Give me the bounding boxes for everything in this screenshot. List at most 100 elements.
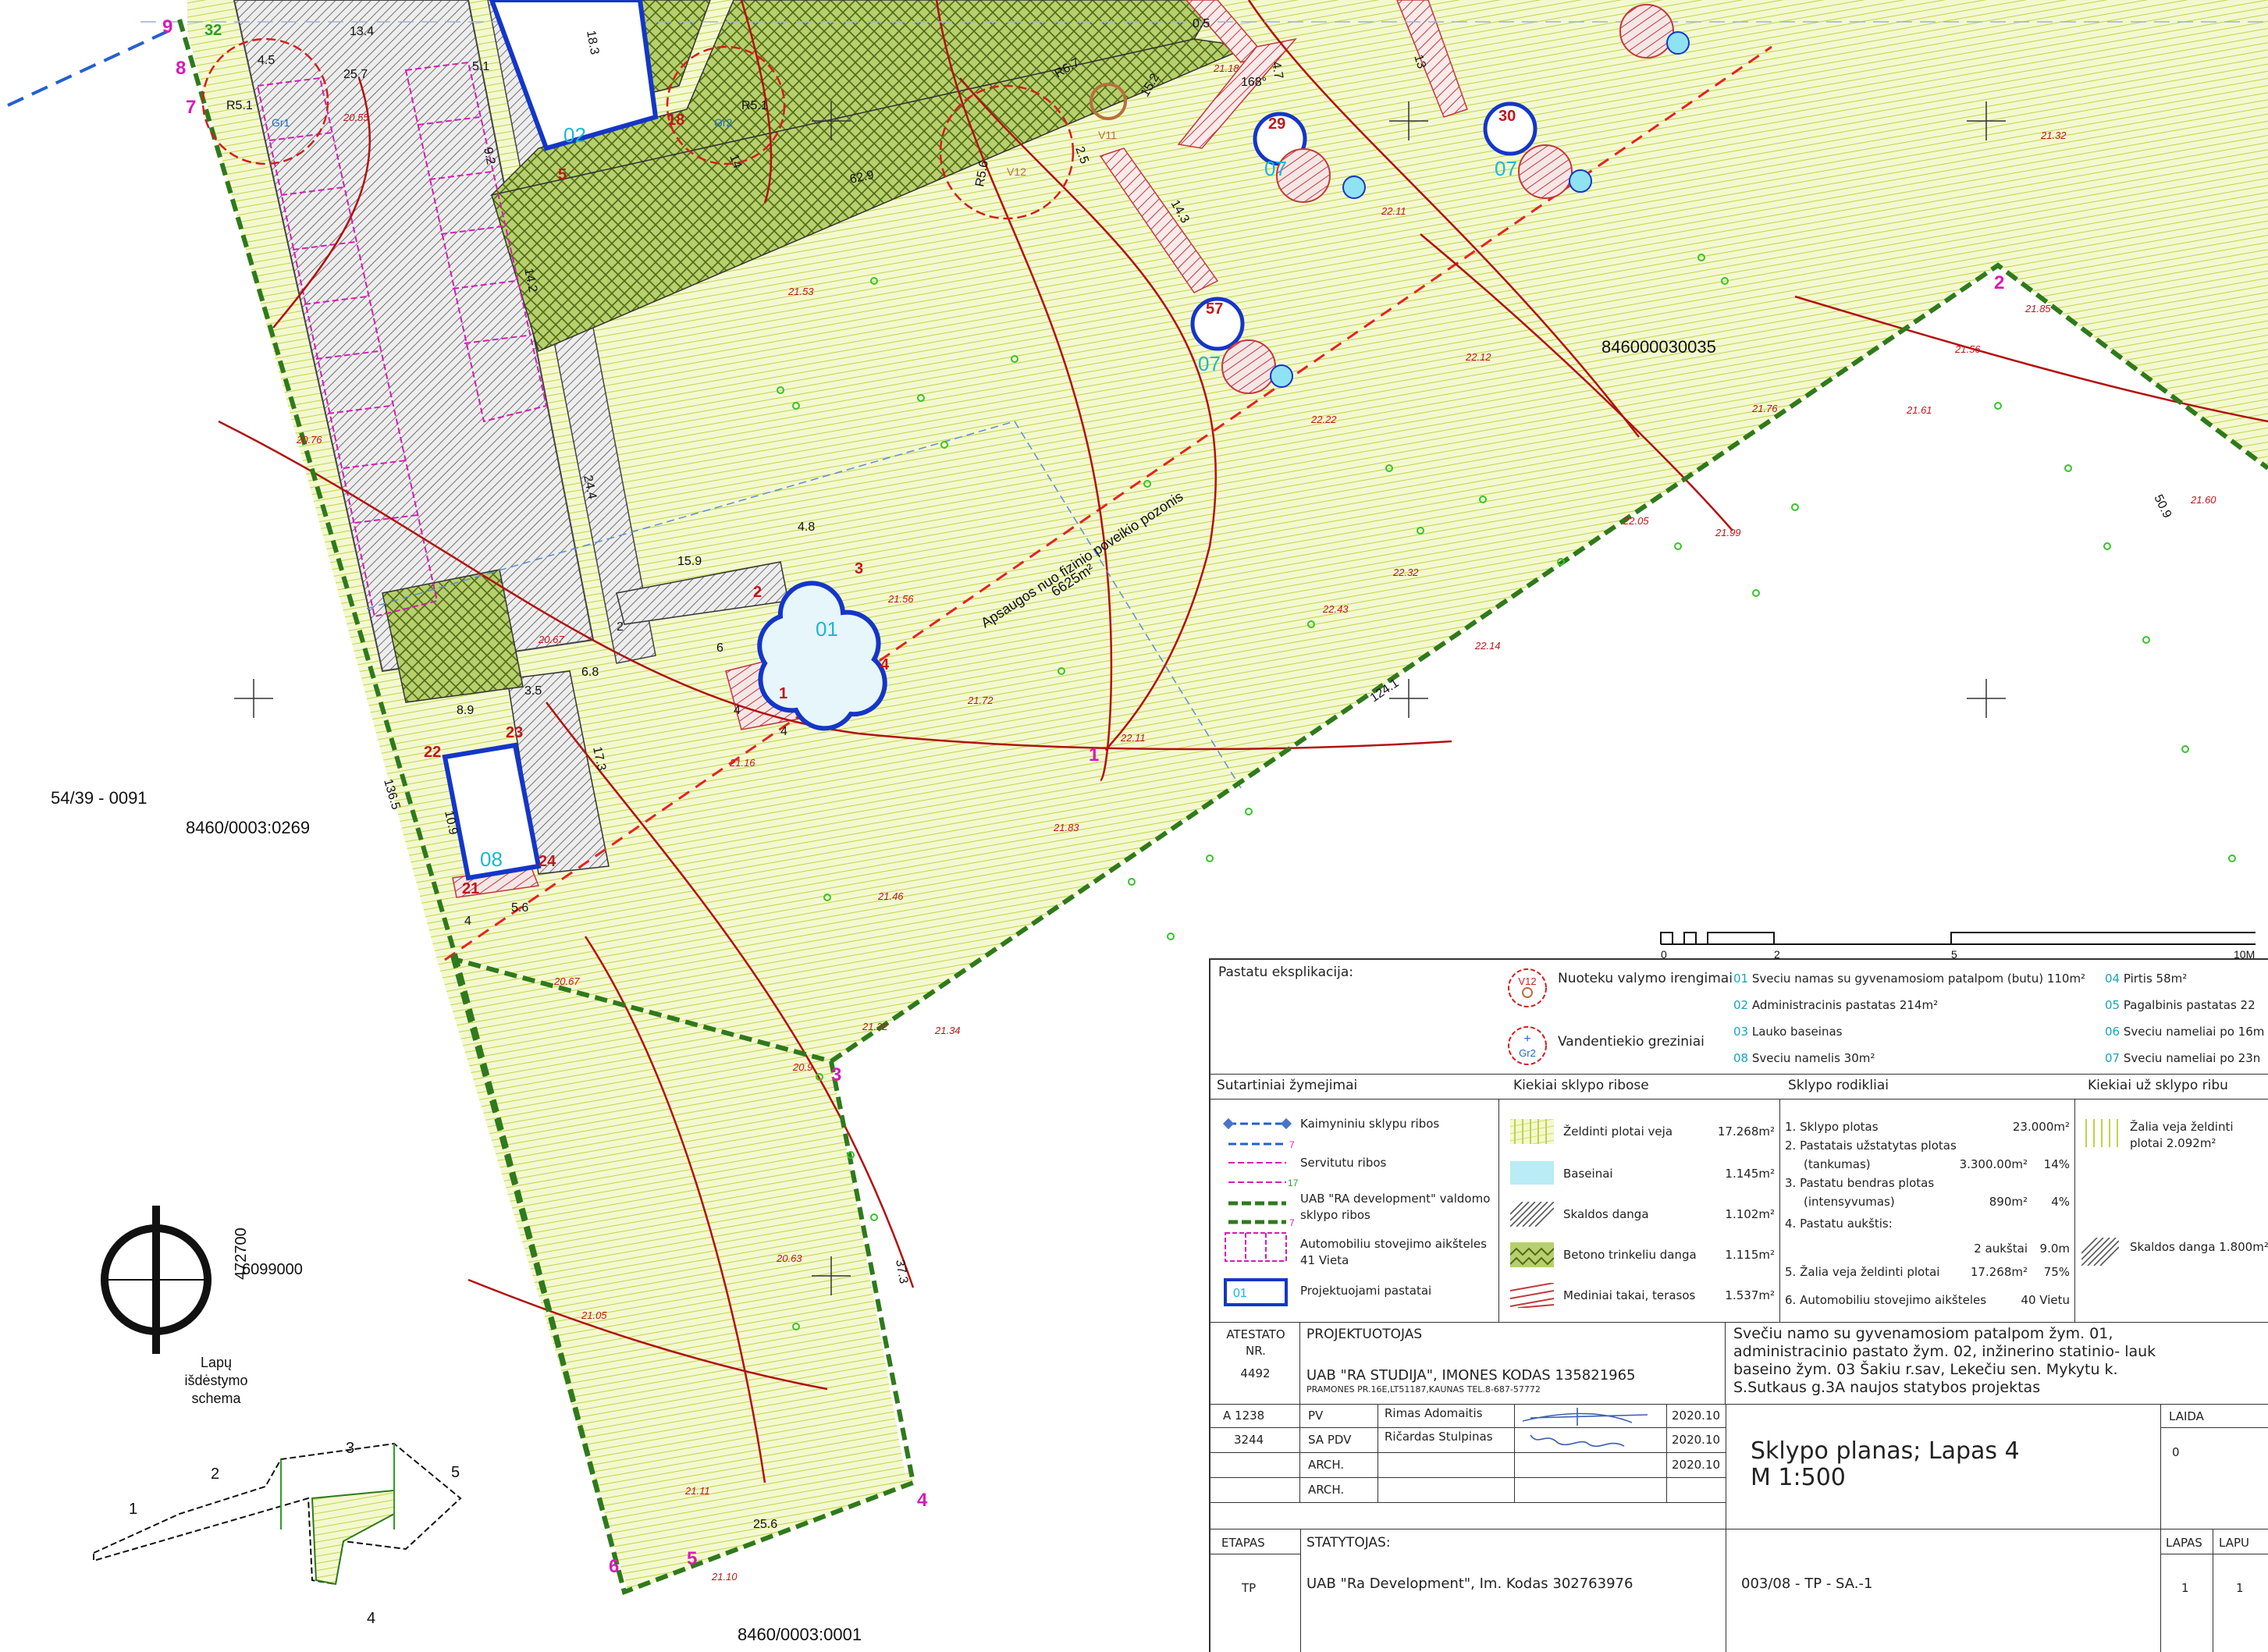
signature-2-icon [1530,1434,1625,1448]
legend-line-icons: 7 17 7 [1222,1117,1299,1262]
dim-label: 9.2 [481,146,497,165]
indicator-label: 5. Žalia veja želdinti plotai [1785,1265,1940,1279]
corner-point: 8 [176,58,186,79]
revision-cell: LAIDA 0 [2160,1404,2268,1529]
indicator-pct: 9.0m [2039,1242,2070,1256]
spot-height: 21.61 [1906,404,1932,416]
well-label: V11 [1098,129,1117,141]
explication-item: 06 Sveciu nameliai po 16m [2105,1025,2265,1039]
dim-label: 17.3 [590,745,608,772]
corner-point: 4 [917,1490,928,1511]
revision-value: 0 [2172,1445,2180,1459]
dim-label: 3.5 [524,684,542,698]
corner-point: 32 [204,22,222,39]
building-number: 07 [1198,352,1221,375]
deck-path-4 [1177,37,1297,149]
spot-height: 21.76 [1751,403,1778,414]
spot-height: 22.11 [1381,205,1406,217]
scheme-number: 2 [211,1465,219,1483]
spot-height: 21.16 [729,757,755,769]
legend-indicators: 1. Sklypo plotas 23.000m² 2. Pastatais u… [1780,1099,2075,1322]
legend-symbol-label: Kaimyniniu sklypu ribos [1300,1117,1440,1131]
gravel-outside-swatch-icon [2081,1238,2119,1266]
spot-height: 21.11 [684,1485,710,1497]
dim-label: 5.1 [472,60,489,73]
pool-01 [757,581,887,731]
client-row: ETAPAS TP STATYTOJAS: UAB "Ra Developmen… [1210,1529,2268,1652]
legend-body: 7 17 7 01 Kaimyniniu sklypu ribos Servit… [1210,1099,2268,1323]
quantity-name: Skaldos danga [1563,1207,1649,1221]
building-number: 02 [563,123,586,147]
atestato-header: ATESTATO NR. [1226,1327,1285,1358]
offset-line [366,421,1242,789]
sheet-title-area: Sklypo planas; Lapas 4 M 1:500 [1727,1404,2160,1529]
staff-name: Rimas Adomaitis [1385,1406,1483,1420]
legend-mark: 7 [1289,1217,1295,1228]
red-point: 1 [779,685,787,702]
spot-height: 21.56 [887,593,914,605]
explication-item: 03 Lauko baseinas [1733,1025,1843,1039]
red-point: 24 [539,853,556,870]
stage-value: TP [1242,1581,1257,1595]
legend-header: Kiekiai sklypo ribose [1513,1078,1649,1093]
project-desc-line: administracinio pastato žym. 02, inžiner… [1733,1343,2156,1360]
well-label: Gr1 [272,116,290,129]
spot-height: 22.14 [1474,640,1501,652]
project-desc-line: baseino žym. 03 Šakiu r.sav, Lekečiu sen… [1733,1361,2118,1378]
stage-header: ETAPAS [1221,1536,1265,1550]
dim-label: 6.8 [581,666,599,679]
coord-y: 472700 [233,1227,250,1280]
scheme-title: schema [191,1391,241,1406]
spot-height: 22.32 [1392,567,1419,578]
indicator-value: 3.300.00m² [1959,1157,2028,1171]
trees [1090,4,1690,394]
indicator-pct: 14% [2043,1157,2070,1171]
designer-header: PROJEKTUOTOJAS [1306,1327,1423,1342]
staff-attest: A 1238 [1223,1409,1265,1423]
spot-height: 21.46 [877,890,904,902]
sheet-title: Sklypo planas; Lapas 4 [1751,1437,2020,1465]
dim-label: R5.6 [973,159,991,187]
dim-label: 0.5 [1193,17,1210,30]
building-02 [489,0,659,151]
staff-row: ARCH. [1210,1477,1726,1503]
deck-path-2 [1396,0,1468,118]
sheets-count: 1 [2236,1581,2244,1595]
project-description: Svečiu namo su gyvenamosiom patalpom žym… [1727,1322,2268,1404]
red-point: 22 [424,744,441,761]
staff-role: ARCH. [1308,1483,1345,1497]
signature-1-icon [1522,1408,1648,1426]
spot-height: 21.18 [1213,62,1239,74]
north-arrow: 6099000 472700 Lapų išdėstymo schema [101,1206,303,1406]
scale-tick: 5 [1951,948,1957,961]
staff-row: 3244 SA PDV Ričardas Stulpinas 2020.10 [1210,1427,1726,1453]
spot-height: 21.34 [934,1025,961,1036]
red-point: 4 [880,656,890,673]
scheme-title: Lapų [201,1355,232,1370]
dim-label: 14.2 [521,267,539,293]
well-radii [201,37,1075,220]
scheme-number: 1 [129,1501,137,1518]
quantity-value: 1.537m² [1725,1288,1775,1302]
quantity-value: 1.115m² [1725,1248,1775,1262]
indicator-label: 1. Sklypo plotas [1785,1120,1879,1134]
staff-date: 2020.10 [1672,1433,1721,1447]
legend-mark: 01 [1233,1287,1247,1300]
quantity-name: Mediniai takai, terasos [1563,1288,1696,1302]
red-point: 21 [462,880,479,897]
corner-point: 3 [831,1064,841,1085]
dim-label: 4.8 [798,520,815,534]
spot-height: 21.60 [2190,494,2216,506]
well-label: Vandentiekio greziniai [1558,1034,1705,1050]
explication-item: 07 Sveciu nameliai po 23n [2105,1051,2261,1065]
spot-height: 20.76 [296,434,322,446]
legend-symbol-label: Projektuojami pastatai [1300,1284,1432,1298]
dim-label: 2.5 [1072,145,1091,166]
red-point: 18 [667,112,684,129]
scale-bar: 0 2 5 10M [1660,932,2256,961]
legend-symbol-label: Automobiliu stovejimo aikšteles 41 Vieta [1300,1237,1487,1267]
designer-address: PRAMONES PR.16E,LT51187,KAUNAS TEL.8-687… [1306,1384,1541,1394]
tree-number: 57 [1206,300,1223,318]
staff-date: 2020.10 [1672,1458,1721,1472]
corner-point: 7 [186,97,196,118]
